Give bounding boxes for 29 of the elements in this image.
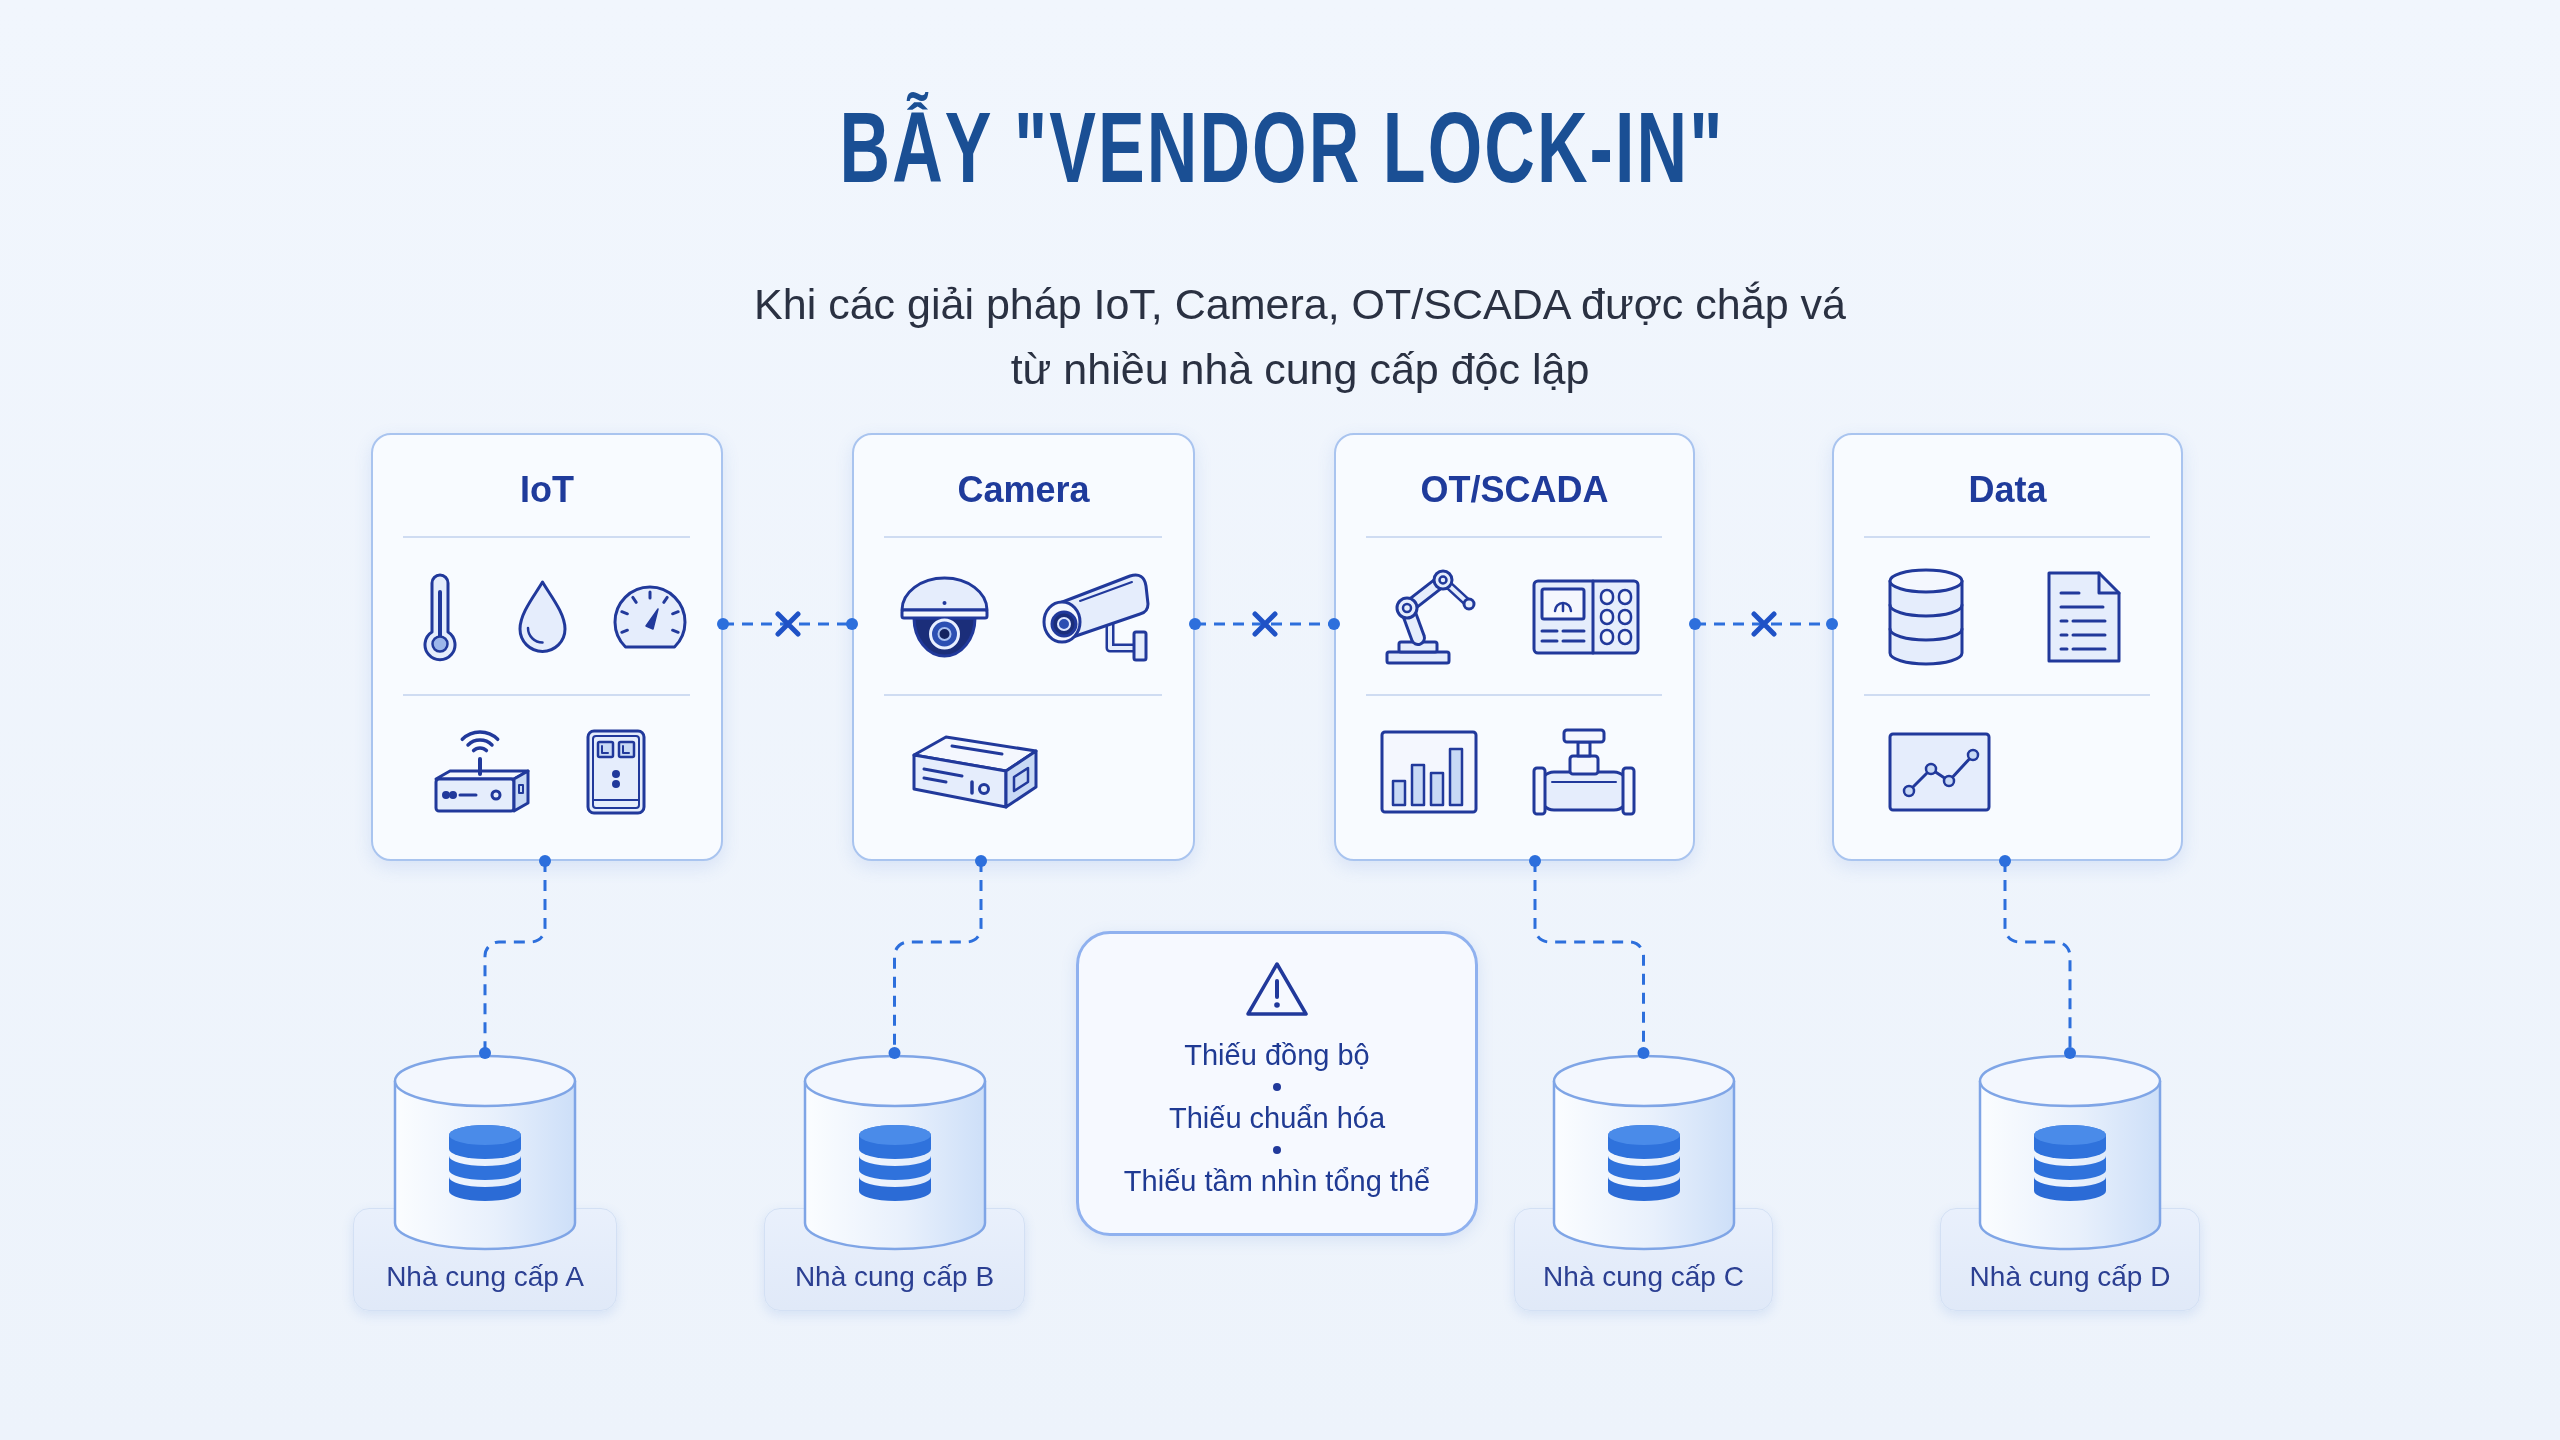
vendor-label: Nhà cung cấp B xyxy=(794,1260,995,1294)
connector xyxy=(1189,618,1340,630)
warning-box xyxy=(1076,931,1478,1236)
card-title: Data xyxy=(1968,468,2047,512)
title: BẪY "VENDOR LOCK-IN" xyxy=(839,90,1725,205)
card-title: OT/SCADA xyxy=(1420,468,1609,512)
category-card xyxy=(1334,433,1695,861)
connector xyxy=(1529,855,1650,1059)
warning-text: Thiếu chuẩn hóa xyxy=(1168,1100,1386,1136)
vendor-storage xyxy=(1514,1053,1773,1311)
vendor-label: Nhà cung cấp A xyxy=(386,1260,584,1294)
vendor-storage xyxy=(764,1053,1025,1311)
vendor-label: Nhà cung cấp C xyxy=(1543,1260,1744,1294)
warning-text: Thiếu đồng bộ xyxy=(1184,1037,1370,1073)
card-title: Camera xyxy=(957,468,1090,512)
vendor-storage xyxy=(353,1053,617,1311)
connector xyxy=(717,618,858,630)
connector xyxy=(888,855,987,1059)
category-card xyxy=(371,433,723,861)
warning-text: Thiếu tầm nhìn tổng thể xyxy=(1123,1163,1431,1199)
vendor-label: Nhà cung cấp D xyxy=(1969,1260,2171,1294)
connector xyxy=(1689,618,1838,630)
connector xyxy=(479,855,551,1059)
category-card xyxy=(1832,433,2183,861)
vendor-storage xyxy=(1940,1053,2200,1311)
subtitle: Khi các giải pháp IoT, Camera, OT/SCADA được chắp vá từ nhiều nhà cung cấp độc lập xyxy=(753,279,1847,395)
category-card xyxy=(852,433,1195,861)
connector xyxy=(1999,855,2076,1059)
card-title: IoT xyxy=(520,468,574,512)
